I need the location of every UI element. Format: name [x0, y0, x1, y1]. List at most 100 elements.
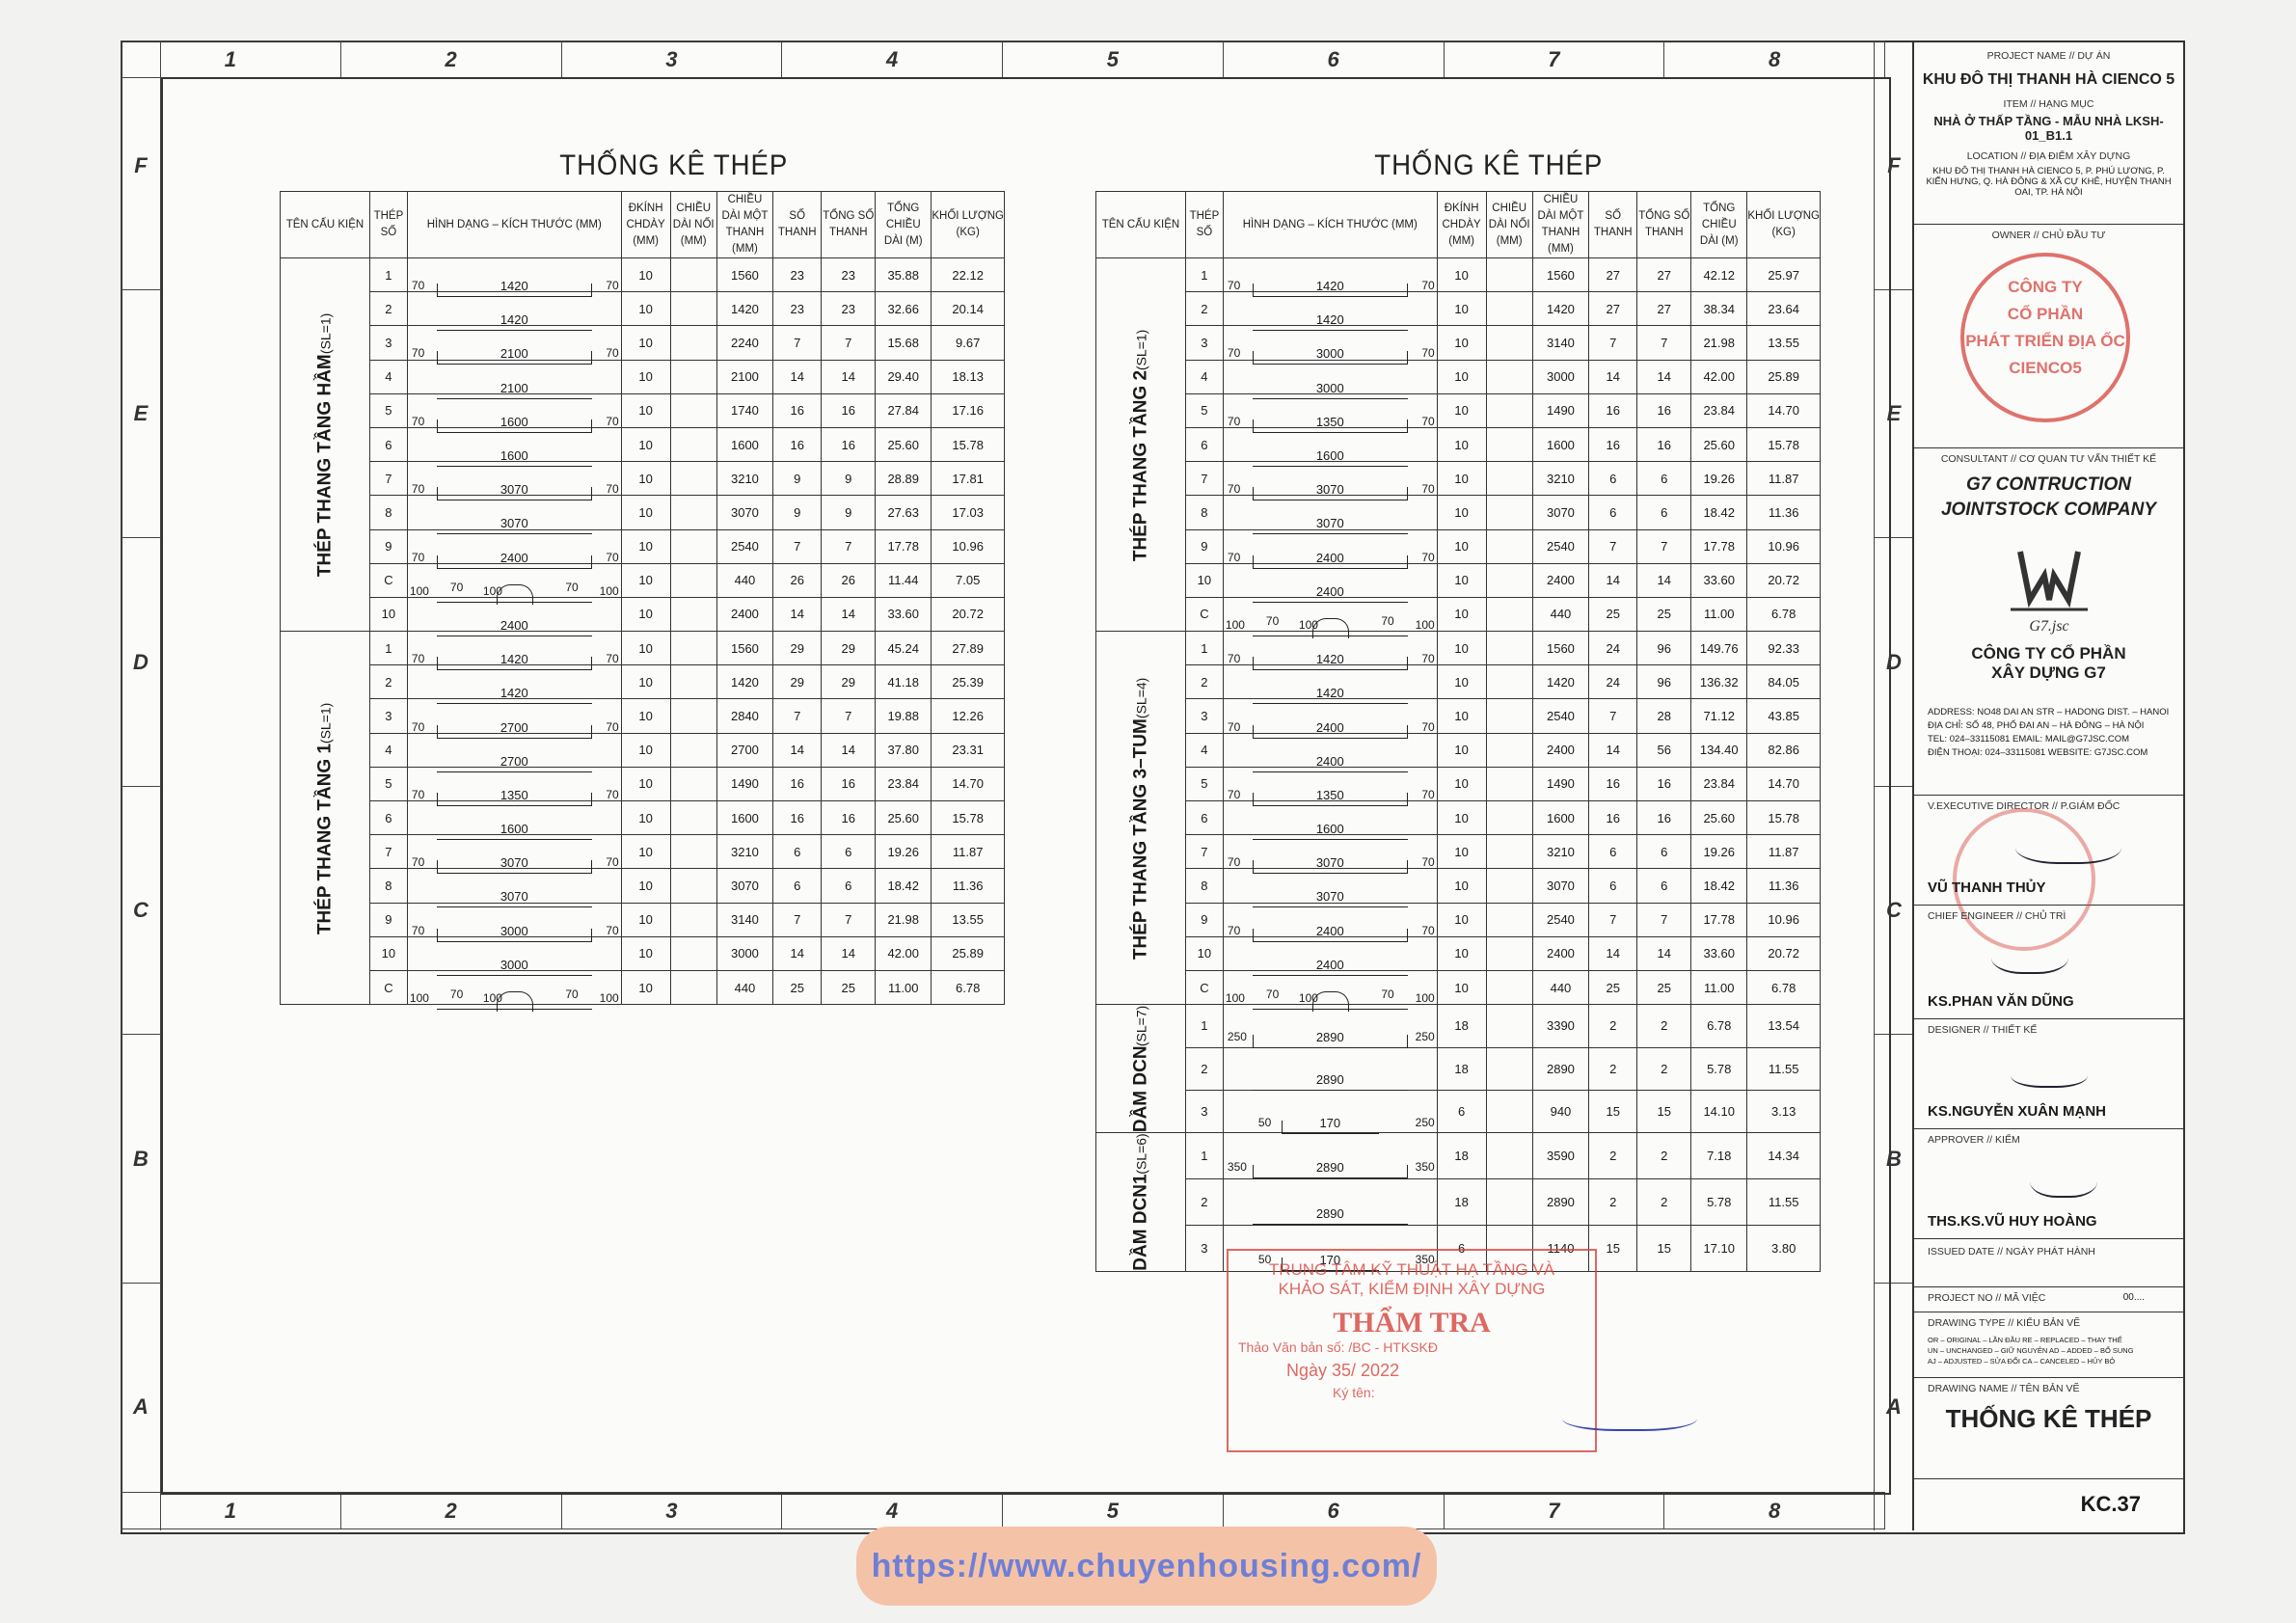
hook-mark — [590, 555, 592, 568]
shape-cell: 2100 — [406, 359, 622, 399]
hook-length: 70 — [606, 719, 619, 734]
bar-length: 1420 — [1315, 652, 1344, 667]
bar-count: 6 — [772, 834, 823, 870]
grid-column-label: 6 — [1224, 41, 1445, 77]
hook-length: 70 — [1421, 855, 1435, 870]
bar-number: 7 — [368, 461, 408, 497]
hook-length: 70 — [1227, 652, 1241, 666]
bar-line — [1281, 1269, 1379, 1271]
total-count: 16 — [1636, 799, 1692, 836]
bar-line — [1252, 839, 1408, 841]
signature — [1562, 1400, 1697, 1431]
hook-length: 70 — [1421, 279, 1435, 293]
hook-mark — [436, 792, 438, 805]
bar-number: 3 — [368, 325, 408, 361]
splice-length — [669, 461, 717, 497]
total-length: 71.12 — [1690, 698, 1748, 734]
bar-length: 170 — [1319, 1252, 1341, 1267]
total-count: 29 — [821, 631, 877, 666]
website-link[interactable]: https://www.chuyenhousing.com/ — [856, 1527, 1437, 1606]
column-header: KHỐI LƯỢNG (KG) — [1746, 191, 1821, 258]
designer-name: KS.NGUYỄN XUÂN MẠNH — [1928, 1103, 2107, 1120]
total-length: 11.00 — [1690, 969, 1748, 1006]
column-header: TÊN CẤU KIỆN — [280, 191, 370, 258]
hook-mark — [1252, 792, 1254, 805]
bar-number: 7 — [368, 834, 408, 870]
bar-length: 3000 — [500, 957, 528, 972]
stamp-line: Ký tên: — [1333, 1385, 1375, 1400]
total-length: 25.60 — [875, 426, 932, 463]
bar-length: 3070 — [1315, 516, 1344, 531]
stamp-line: TRUNG TÂM KỸ THUẬT HẠ TẦNG VÀ — [1268, 1260, 1555, 1279]
bar-count: 23 — [772, 291, 823, 327]
hook-length: 70 — [1227, 346, 1241, 361]
weight: 23.31 — [931, 732, 1005, 768]
bar-count: 7 — [1588, 698, 1638, 734]
diameter: 10 — [620, 969, 671, 1006]
hook-length: 250 — [1415, 1029, 1435, 1043]
total-count: 16 — [1636, 392, 1692, 428]
weight: 11.87 — [931, 834, 1005, 870]
bar-length: 1420 — [500, 686, 528, 701]
consultant-cell: CONSULTANT // CƠ QUAN TƯ VẤN THIẾT KẾ G7… — [1914, 447, 2183, 796]
shape-cell: 2400 — [1222, 935, 1438, 976]
bar-number: 8 — [1184, 495, 1224, 530]
hook-mark — [436, 928, 438, 941]
weight: 14.70 — [1746, 766, 1821, 802]
hook-length: 70 — [1421, 414, 1435, 428]
weight: 15.78 — [1746, 799, 1821, 836]
bar-count: 16 — [1588, 392, 1638, 428]
c-length: 100 — [482, 991, 502, 1006]
single-length: 1560 — [1531, 631, 1590, 666]
diameter: 10 — [1436, 257, 1487, 293]
single-length: 1740 — [716, 392, 774, 428]
hook-mark — [1252, 419, 1254, 432]
shape-cell: 2400 — [1222, 562, 1438, 603]
splice-length — [1485, 631, 1533, 666]
diameter: 10 — [620, 596, 671, 633]
bar-number: 2 — [1184, 664, 1224, 700]
splice-length — [669, 732, 717, 768]
drawing-frame — [161, 77, 1891, 1495]
hook-mark — [1281, 1120, 1283, 1133]
total-length: 25.60 — [875, 799, 932, 836]
chief-signature — [1991, 933, 2068, 974]
column-header: TỔNG CHIỀU DÀI (M) — [875, 191, 932, 258]
bar-count: 29 — [772, 664, 823, 700]
total-count: 16 — [1636, 426, 1692, 463]
diameter: 10 — [1436, 766, 1487, 802]
bar-number: 1 — [1184, 1004, 1224, 1048]
column-header: ĐKÍNH CHDÀY (MM) — [620, 191, 671, 258]
weight: 11.36 — [1746, 868, 1821, 904]
bar-length: 1350 — [500, 787, 528, 802]
total-length: 19.88 — [875, 698, 932, 734]
bar-number: 2 — [368, 664, 408, 700]
weight: 10.96 — [1746, 902, 1821, 937]
total-length: 11.00 — [875, 969, 932, 1006]
diameter: 10 — [620, 868, 671, 904]
bar-number: 4 — [1184, 359, 1224, 394]
bar-count: 9 — [772, 495, 823, 530]
splice-length — [1485, 1225, 1533, 1272]
diameter: 10 — [1436, 495, 1487, 530]
total-count: 7 — [821, 902, 877, 937]
total-length: 25.60 — [1690, 426, 1748, 463]
total-length: 7.18 — [1690, 1132, 1748, 1180]
stamp-line: Thảo Văn bản số: /BC - HTKSKĐ — [1238, 1339, 1438, 1355]
total-length: 18.42 — [1690, 495, 1748, 530]
weight: 15.78 — [931, 426, 1005, 463]
total-count: 16 — [821, 799, 877, 836]
